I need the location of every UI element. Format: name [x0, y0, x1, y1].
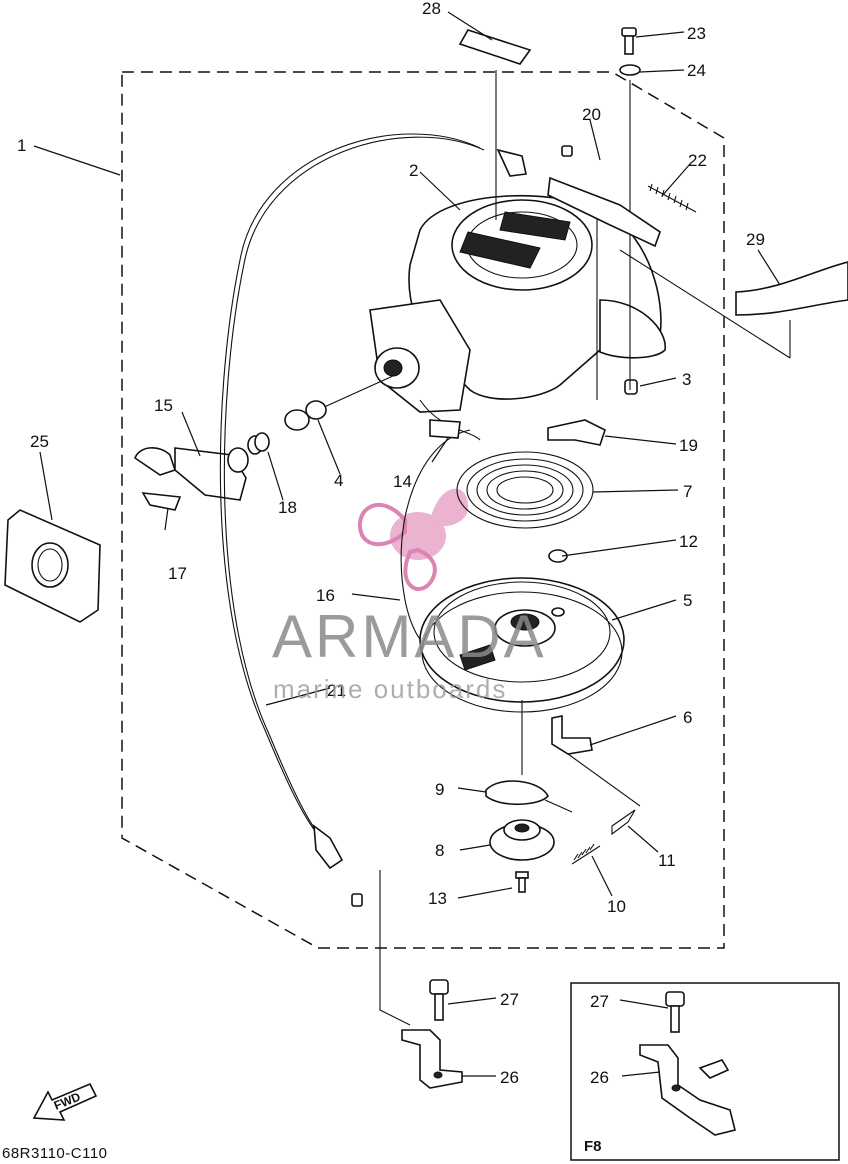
- clip-part: [247, 432, 270, 455]
- callout-28: 28: [422, 0, 441, 18]
- leader-lines: [33, 11, 781, 1077]
- callout-14: 14: [393, 472, 412, 491]
- bracket-19-part: [547, 419, 606, 446]
- circlip-part: [548, 549, 568, 563]
- grommet-part: [284, 400, 327, 431]
- callout-15: 15: [154, 396, 173, 415]
- callout-10: 10: [607, 897, 626, 916]
- inset-frame: [570, 982, 840, 1161]
- callout-18: 18: [278, 498, 297, 517]
- watermark-brand: ARMADA: [272, 603, 547, 670]
- callout-20: 20: [582, 105, 601, 124]
- cable-bracket-part: [401, 1029, 463, 1089]
- callout-27: 27: [500, 990, 519, 1009]
- callout-7: 7: [683, 482, 692, 501]
- callout-9: 9: [435, 780, 444, 799]
- pawl-spring-part: [611, 809, 636, 836]
- spiral-spring-part: [456, 451, 594, 529]
- diagram-code: 68R3110-C110: [2, 1145, 108, 1162]
- callout-3: 3: [682, 370, 691, 389]
- callout-26: 26: [500, 1068, 519, 1087]
- inset-callout-27: 27: [590, 992, 609, 1011]
- tension-spring-part: [647, 183, 697, 213]
- collar-part: [624, 379, 638, 395]
- watermark-logo-icon: [358, 488, 469, 591]
- drive-plate-part: [485, 780, 549, 806]
- callout-11: 11: [658, 851, 676, 870]
- inset-bolt-part: [665, 991, 685, 1033]
- bolt-13-part: [515, 871, 529, 893]
- drive-plate-cap-part: [489, 819, 555, 861]
- callout-19: 19: [679, 436, 698, 455]
- bolt-23-part: [621, 27, 637, 55]
- bolt-27-part: [429, 979, 449, 1021]
- inset-callout-26: 26: [590, 1068, 609, 1087]
- inset-bracket-part: [639, 1044, 736, 1136]
- drive-pawl-part: [551, 715, 593, 755]
- starter-cable-part: [219, 133, 481, 841]
- sheave-drum-part: [419, 577, 625, 713]
- callout-5: 5: [683, 591, 692, 610]
- callout-1: 1: [17, 136, 26, 155]
- callout-23: 23: [687, 24, 706, 43]
- label-plate-part: [458, 29, 532, 65]
- callout-6: 6: [683, 708, 692, 727]
- callout-25: 25: [30, 432, 49, 451]
- decal-part: [735, 261, 848, 316]
- pin-20-part: [547, 145, 661, 248]
- callout-24: 24: [687, 61, 706, 80]
- inset-model-label: F8: [584, 1138, 602, 1155]
- callout-22: 22: [688, 151, 707, 170]
- stopper-plate-part: [134, 447, 249, 511]
- callout-labels: 1 2 3 4 5 6 7 8 9 10 11 12 13 14 15 16 1…: [17, 0, 765, 1087]
- forward-arrow-icon: FWD: [32, 1082, 98, 1121]
- callout-12: 12: [679, 532, 698, 551]
- callout-8: 8: [435, 841, 444, 860]
- callout-4: 4: [334, 471, 343, 490]
- washer-part: [619, 64, 641, 76]
- return-spring-part: [571, 843, 601, 865]
- assembly-dashed-frame: [121, 71, 725, 949]
- watermark-tagline: marine outboards: [273, 674, 508, 704]
- callout-21: 21: [327, 681, 346, 700]
- grommet-25-part: [4, 509, 101, 623]
- callout-2: 2: [409, 161, 418, 180]
- callout-17: 17: [168, 564, 187, 583]
- callout-13: 13: [428, 889, 447, 908]
- callout-29: 29: [746, 230, 765, 249]
- callout-16: 16: [316, 586, 335, 605]
- starter-case-part: [369, 195, 666, 441]
